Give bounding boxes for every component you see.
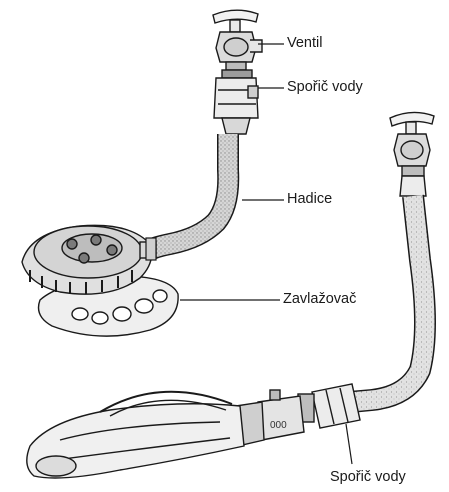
water-saver-top-left [214,70,258,134]
leader-line-water-saver-bottom [346,424,352,464]
hose-coupling-left [146,238,156,260]
valve-top-right [390,112,434,196]
valve-top-left [213,10,262,70]
water-saver-bottom-right [298,384,360,428]
label-water-saver-bottom: Spořič vody [330,470,406,485]
svg-text:000: 000 [270,420,287,431]
label-valve: Ventil [287,36,322,51]
label-water-saver-top: Spořič vody [287,80,363,95]
label-sprinkler: Zavlažovač [283,292,356,307]
label-hose: Hadice [287,192,332,207]
sprinkler-oscillating: 000 [27,390,304,478]
